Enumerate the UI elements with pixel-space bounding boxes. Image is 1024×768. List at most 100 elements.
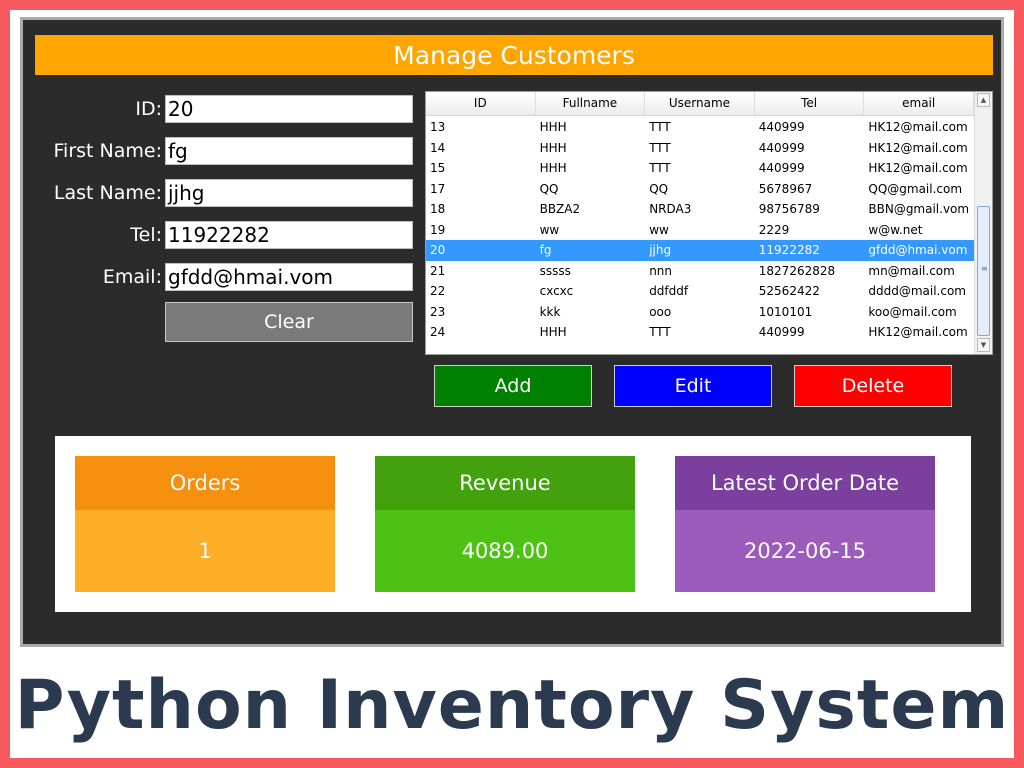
table-cell: kkk	[539, 304, 561, 319]
table-cell: TTT	[649, 325, 671, 340]
scroll-up-arrow-icon[interactable]: ▲	[977, 93, 990, 107]
table-cell: 18	[430, 202, 446, 217]
table-cell: w@w.net	[868, 222, 923, 237]
table-cell: sssss	[539, 263, 571, 278]
table-cell: nnn	[649, 263, 673, 278]
table-cell: QQ	[649, 181, 669, 196]
first-name-input[interactable]: fg	[165, 137, 413, 165]
delete-button[interactable]: Delete	[794, 365, 952, 407]
banner-title: Python Inventory System	[14, 665, 1010, 745]
table-cell: cxcxc	[539, 284, 574, 299]
id-row: ID: 20	[33, 95, 415, 123]
table-cell: TTT	[649, 140, 671, 155]
table-cell: 21	[430, 263, 446, 278]
table-cell: HK12@mail.com	[868, 325, 968, 340]
tel-row: Tel: 11922282	[33, 221, 415, 249]
table-cell: BBN@gmail.vom	[868, 202, 970, 217]
table-cell: ooo	[649, 304, 672, 319]
table-cell: ddfddf	[649, 284, 689, 299]
orders-card: Orders 1	[75, 456, 335, 592]
table-cell: HHH	[539, 161, 567, 176]
table-cell: 440999	[758, 120, 805, 135]
revenue-card-value: 4089.00	[375, 510, 635, 592]
table-cell: HK12@mail.com	[868, 140, 968, 155]
table-cell: gfdd@hmai.vom	[868, 243, 968, 258]
revenue-card-label: Revenue	[375, 456, 635, 510]
revenue-card: Revenue 4089.00	[375, 456, 635, 592]
table-cell: BBZA2	[539, 202, 581, 217]
scroll-thumb[interactable]: ≡	[977, 206, 990, 336]
orders-card-value: 1	[75, 510, 335, 592]
table-cell: TTT	[649, 120, 671, 135]
table-row[interactable]: 21 sssss nnn 1827262828 mn@mail.com	[426, 261, 974, 282]
table-cell: 20	[430, 243, 446, 258]
table-cell: 24	[430, 325, 446, 340]
tel-input[interactable]: 11922282	[165, 221, 413, 249]
app-window: Manage Customers ID: 20 First Name: fg L…	[20, 17, 1004, 647]
table-cell: 5678967	[758, 181, 813, 196]
table-row[interactable]: 19 ww ww 2229 w@w.net	[426, 220, 974, 241]
table-cell: ww	[539, 222, 560, 237]
table-cell: TTT	[649, 161, 671, 176]
last-name-label: Last Name:	[53, 182, 162, 204]
page-title: Manage Customers	[35, 35, 993, 75]
table-cell: mn@mail.com	[868, 263, 955, 278]
column-header-email[interactable]: email	[864, 92, 974, 115]
column-header-fullname[interactable]: Fullname	[536, 92, 646, 115]
clear-button[interactable]: Clear	[165, 302, 413, 342]
first-name-row: First Name: fg	[33, 137, 415, 165]
latest-order-card-label: Latest Order Date	[675, 456, 935, 510]
table-cell: QQ@gmail.com	[868, 181, 963, 196]
tel-label: Tel:	[130, 224, 162, 246]
latest-order-card: Latest Order Date 2022-06-15	[675, 456, 935, 592]
add-button[interactable]: Add	[434, 365, 592, 407]
latest-order-card-value: 2022-06-15	[675, 510, 935, 592]
email-label: Email:	[102, 266, 162, 288]
table-cell: 440999	[758, 325, 805, 340]
table-cell: 11922282	[758, 243, 820, 258]
table-row[interactable]: 18 BBZA2 NRDA3 98756789 BBN@gmail.vom	[426, 199, 974, 220]
table-cell: 14	[430, 140, 446, 155]
table-cell: HHH	[539, 140, 567, 155]
table-row[interactable]: 24 HHH TTT 440999 HK12@mail.com	[426, 322, 974, 343]
column-header-tel[interactable]: Tel	[755, 92, 865, 115]
table-cell: koo@mail.com	[868, 304, 957, 319]
column-header-id[interactable]: ID	[426, 92, 536, 115]
email-input[interactable]: gfdd@hmai.vom	[165, 263, 413, 291]
table-cell: ww	[649, 222, 669, 237]
table-cell: 19	[430, 222, 446, 237]
table-cell: dddd@mail.com	[868, 284, 966, 299]
email-row: Email: gfdd@hmai.vom	[33, 263, 415, 291]
orders-card-label: Orders	[75, 456, 335, 510]
table-cell: 2229	[758, 222, 790, 237]
last-name-row: Last Name: jjhg	[33, 179, 415, 207]
table-cell: fg	[539, 243, 552, 258]
id-input[interactable]: 20	[165, 95, 413, 123]
table-cell: 52562422	[758, 284, 820, 299]
table-cell: 1827262828	[758, 263, 836, 278]
stats-panel: Orders 1 Revenue 4089.00 Latest Order Da…	[55, 436, 971, 612]
edit-button[interactable]: Edit	[614, 365, 772, 407]
table-cell: HK12@mail.com	[868, 161, 968, 176]
table-cell: 98756789	[758, 202, 820, 217]
table-cell: 1010101	[758, 304, 813, 319]
grip-icon: ≡	[981, 264, 988, 273]
table-cell: HK12@mail.com	[868, 120, 968, 135]
table-cell: 15	[430, 161, 446, 176]
scroll-down-arrow-icon[interactable]: ▼	[977, 338, 990, 352]
last-name-input[interactable]: jjhg	[165, 179, 413, 207]
table-scrollbar[interactable]: ▲ ≡ ▼	[974, 92, 992, 354]
column-header-username[interactable]: Username	[645, 92, 755, 115]
table-cell: NRDA3	[649, 202, 692, 217]
table-cell: HHH	[539, 325, 567, 340]
table-cell: 23	[430, 304, 446, 319]
table-row[interactable]: 23 kkk ooo 1010101 koo@mail.com	[426, 302, 974, 323]
